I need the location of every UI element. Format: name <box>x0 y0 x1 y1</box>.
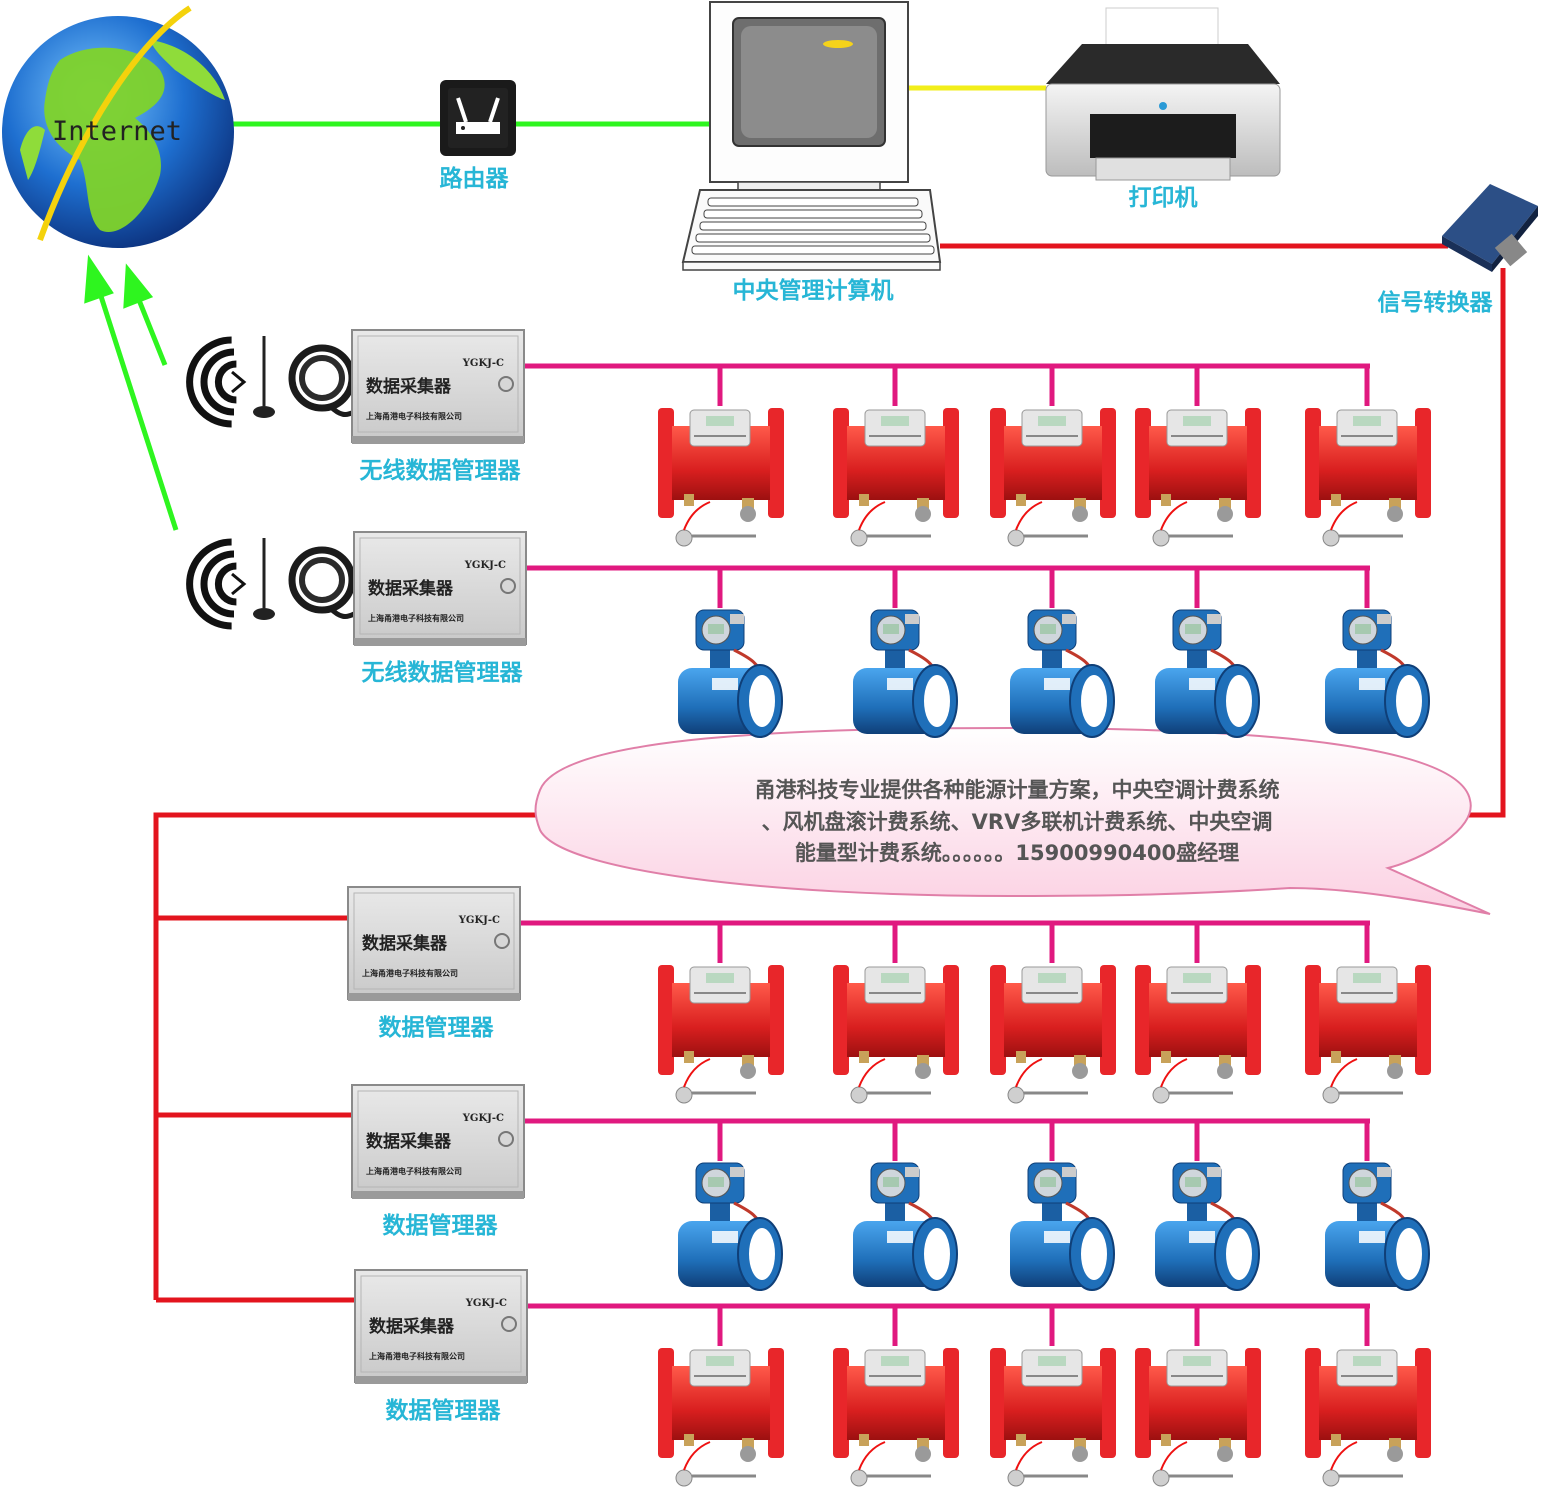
uplink-arrow-1 <box>96 289 179 531</box>
lock-icon <box>494 933 510 949</box>
antenna-icon <box>253 336 275 418</box>
collector-title: 数据采集器 <box>366 1131 452 1152</box>
electromagnetic-flow-meter <box>678 609 783 738</box>
electromagnetic-flow-meter <box>1010 609 1115 738</box>
manager-label: 数据管理器 <box>383 1212 499 1239</box>
electromagnetic-flow-meter <box>853 1162 958 1291</box>
router-label: 路由器 <box>440 165 510 192</box>
manager-label: 无线数据管理器 <box>362 659 524 686</box>
electromagnetic-flow-meter <box>1155 609 1260 738</box>
printer: 打印机 <box>1045 7 1281 211</box>
collector-model: YGKJ-C <box>462 1113 504 1124</box>
collector-model: YGKJ-C <box>462 358 504 369</box>
uplink-arrowhead-2 <box>123 263 154 309</box>
ultrasonic-heat-meter <box>1305 408 1431 547</box>
central-computer: 中央管理计算机 <box>681 1 942 304</box>
ultrasonic-heat-meter <box>658 965 784 1104</box>
ultrasonic-heat-meter <box>1305 965 1431 1104</box>
uplink-arrow-2 <box>134 294 168 366</box>
internet-globe: Internet <box>2 5 234 248</box>
ultrasonic-heat-meter <box>1135 408 1261 547</box>
ultrasonic-heat-meter <box>1135 965 1261 1104</box>
ultrasonic-heat-meter <box>833 408 959 547</box>
ultrasonic-heat-meter <box>658 1348 784 1487</box>
collector-company: 上海甬港电子科技有限公司 <box>369 1351 465 1361</box>
collector-company: 上海甬港电子科技有限公司 <box>366 1166 462 1176</box>
antenna-cable-icon <box>288 546 356 619</box>
electromagnetic-flow-meter <box>853 609 958 738</box>
collector-title: 数据采集器 <box>362 933 448 954</box>
ultrasonic-heat-meter <box>1135 1348 1261 1487</box>
printer-label: 打印机 <box>1129 184 1198 211</box>
ultrasonic-heat-meter <box>833 1348 959 1487</box>
lock-icon <box>498 376 514 392</box>
lock-icon <box>500 578 516 594</box>
meter-rows: YGKJ-C数据采集器上海甬港电子科技有限公司无线数据管理器YGKJ-C数据采集… <box>186 329 1431 1487</box>
callout-line-2: 、风机盘滚计费系统、VRV多联机计费系统、中央空调 <box>762 810 1273 834</box>
collector-model: YGKJ-C <box>464 560 506 571</box>
manager-label: 数据管理器 <box>386 1397 502 1424</box>
ultrasonic-heat-meter <box>990 1348 1116 1487</box>
wireless-signal-icon <box>186 336 247 428</box>
collector-title: 数据采集器 <box>369 1316 455 1337</box>
ultrasonic-heat-meter <box>833 965 959 1104</box>
collector-company: 上海甬港电子科技有限公司 <box>366 411 462 421</box>
callout-line-1: 甬港科技专业提供各种能源计量方案，中央空调计费系统 <box>755 778 1280 802</box>
antenna-cable-icon <box>288 344 356 417</box>
callout-line-3: 能量型计费系统。。。。。。15900990400盛经理 <box>795 841 1239 865</box>
internet-label: Internet <box>52 116 182 147</box>
collector-company: 上海甬港电子科技有限公司 <box>368 613 464 623</box>
electromagnetic-flow-meter <box>678 1162 783 1291</box>
ultrasonic-heat-meter <box>990 965 1116 1104</box>
wireless-signal-icon <box>186 538 247 630</box>
electromagnetic-flow-meter <box>1010 1162 1115 1291</box>
promo-callout: 甬港科技专业提供各种能源计量方案，中央空调计费系统 、风机盘滚计费系统、VRV多… <box>534 726 1491 915</box>
keyboard-keys <box>691 197 935 255</box>
manager-label: 无线数据管理器 <box>360 457 522 484</box>
electromagnetic-flow-meter <box>1155 1162 1260 1291</box>
ultrasonic-heat-meter <box>990 408 1116 547</box>
uplink-arrowhead-1 <box>84 254 114 304</box>
wireless-uplink-arrows <box>84 254 179 531</box>
router: 路由器 <box>440 80 516 192</box>
ultrasonic-heat-meter <box>658 408 784 547</box>
antenna-icon <box>253 538 275 620</box>
collector-company: 上海甬港电子科技有限公司 <box>362 968 458 978</box>
signal-converter: 信号转换器 <box>1378 184 1538 316</box>
computer-label: 中央管理计算机 <box>733 277 894 304</box>
electromagnetic-flow-meter <box>1325 1162 1430 1291</box>
lock-icon <box>498 1131 514 1147</box>
manager-label: 数据管理器 <box>379 1014 495 1041</box>
electromagnetic-flow-meter <box>1325 609 1430 738</box>
ultrasonic-heat-meter <box>1305 1348 1431 1487</box>
collector-model: YGKJ-C <box>465 1298 507 1309</box>
converter-label: 信号转换器 <box>1378 289 1494 316</box>
collector-model: YGKJ-C <box>458 915 500 926</box>
lock-icon <box>501 1316 517 1332</box>
collector-title: 数据采集器 <box>368 578 454 599</box>
collector-title: 数据采集器 <box>366 376 452 397</box>
